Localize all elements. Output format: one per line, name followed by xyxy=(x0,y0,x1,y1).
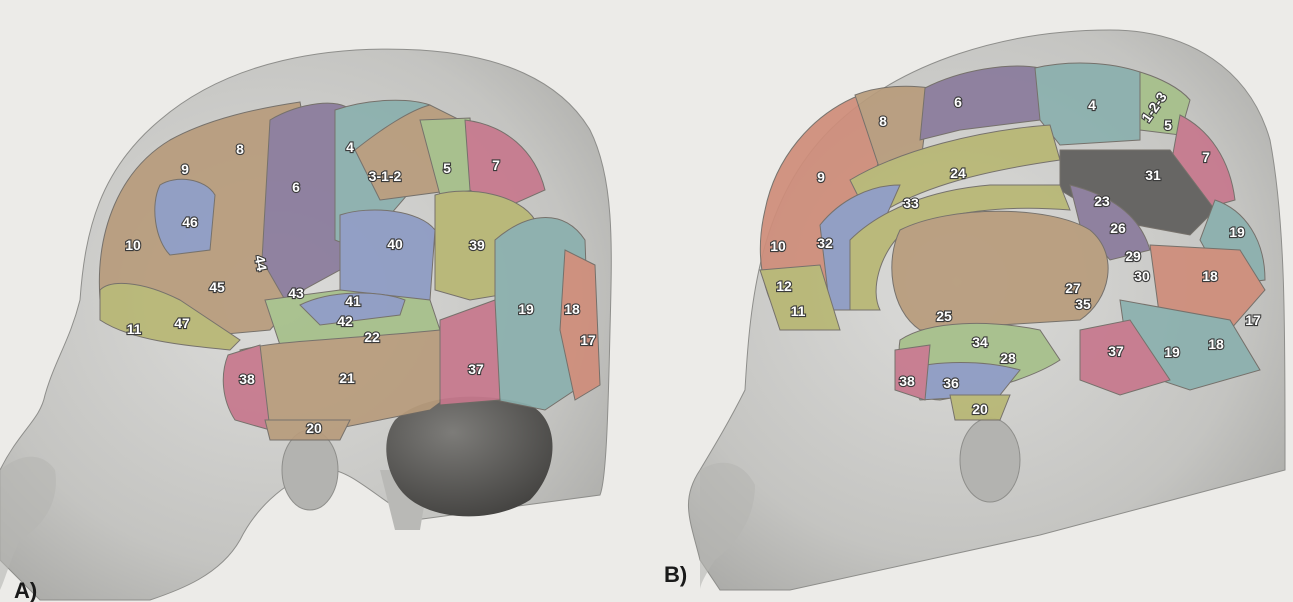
area-label-b: 19 xyxy=(1229,224,1245,240)
ear-b xyxy=(960,418,1020,502)
area-label-a: 44 xyxy=(252,254,270,272)
area-label-b: 8 xyxy=(879,113,887,129)
area-label-a: 11 xyxy=(127,321,142,337)
area-label-a: 38 xyxy=(239,371,255,387)
area-label-b: 36 xyxy=(943,375,959,391)
area-label-b: 31 xyxy=(1145,167,1161,183)
area-label-b: 24 xyxy=(950,165,966,181)
area-label-b: 29 xyxy=(1125,248,1141,264)
area-label-a: 45 xyxy=(209,279,225,295)
area-label-a: 20 xyxy=(306,420,322,436)
ear-a xyxy=(282,430,338,510)
area-label-b: 25 xyxy=(936,308,952,324)
area-label-a: 9 xyxy=(181,161,189,177)
area-label-b: 20 xyxy=(972,401,988,417)
area-label-b: 32 xyxy=(817,235,833,251)
panel-a: 9 8 4 3-1-2 5 7 46 6 10 44 40 39 45 43 4… xyxy=(0,49,611,602)
area-label-a: 10 xyxy=(125,237,141,253)
area-label-a: 8 xyxy=(236,141,244,157)
area-label-b: 23 xyxy=(1094,193,1110,209)
cerebellum-a xyxy=(386,397,552,517)
area-label-a: 17 xyxy=(580,332,596,348)
area-label-b: 9 xyxy=(817,169,825,185)
area-label-a: 7 xyxy=(492,157,500,173)
area-label-b: 11 xyxy=(791,303,806,319)
area-label-b: 12 xyxy=(776,278,792,294)
area-label-b: 18 xyxy=(1202,268,1218,284)
panel-label-b: B) xyxy=(664,562,687,587)
area-label-b: 18 xyxy=(1208,336,1224,352)
area-label-b: 26 xyxy=(1110,220,1126,236)
area-label-a: 3-1-2 xyxy=(369,168,402,184)
area-label-b: 27 xyxy=(1065,280,1081,296)
area-label-b: 30 xyxy=(1134,268,1150,284)
area-label-a: 21 xyxy=(339,370,355,386)
area-label-b: 4 xyxy=(1088,97,1096,113)
area-label-a: 18 xyxy=(564,301,580,317)
area-label-b: 17 xyxy=(1245,312,1261,328)
area-label-b: 34 xyxy=(972,334,988,350)
area-label-a: 47 xyxy=(174,315,190,331)
area-label-a: 22 xyxy=(364,329,380,345)
area-label-a: 5 xyxy=(443,160,451,176)
area-label-a: 43 xyxy=(288,285,304,301)
area-label-b: 28 xyxy=(1000,350,1016,366)
area-label-a: 46 xyxy=(182,214,198,230)
area-label-b: 7 xyxy=(1202,149,1210,165)
area-label-a: 19 xyxy=(518,301,534,317)
area-label-a: 39 xyxy=(469,237,485,253)
area-label-b: 5 xyxy=(1164,117,1172,133)
panel-label-a: A) xyxy=(14,578,37,602)
area-label-a: 42 xyxy=(337,313,353,329)
area-label-a: 37 xyxy=(468,361,484,377)
area-label-a: 40 xyxy=(387,236,403,252)
area-label-a: 4 xyxy=(346,139,354,155)
area-label-b: 19 xyxy=(1164,344,1180,360)
panel-b: 6 4 1-2-3 8 5 7 9 24 31 33 23 26 10 32 1… xyxy=(664,30,1285,590)
area-label-b: 6 xyxy=(954,94,962,110)
area-label-a: 6 xyxy=(292,179,300,195)
area-label-a: 41 xyxy=(345,293,361,309)
area-label-b: 37 xyxy=(1108,343,1124,359)
area-label-b: 38 xyxy=(899,373,915,389)
area-label-b: 33 xyxy=(903,195,919,211)
area-label-b: 10 xyxy=(770,238,786,254)
area-label-b: 35 xyxy=(1075,296,1091,312)
